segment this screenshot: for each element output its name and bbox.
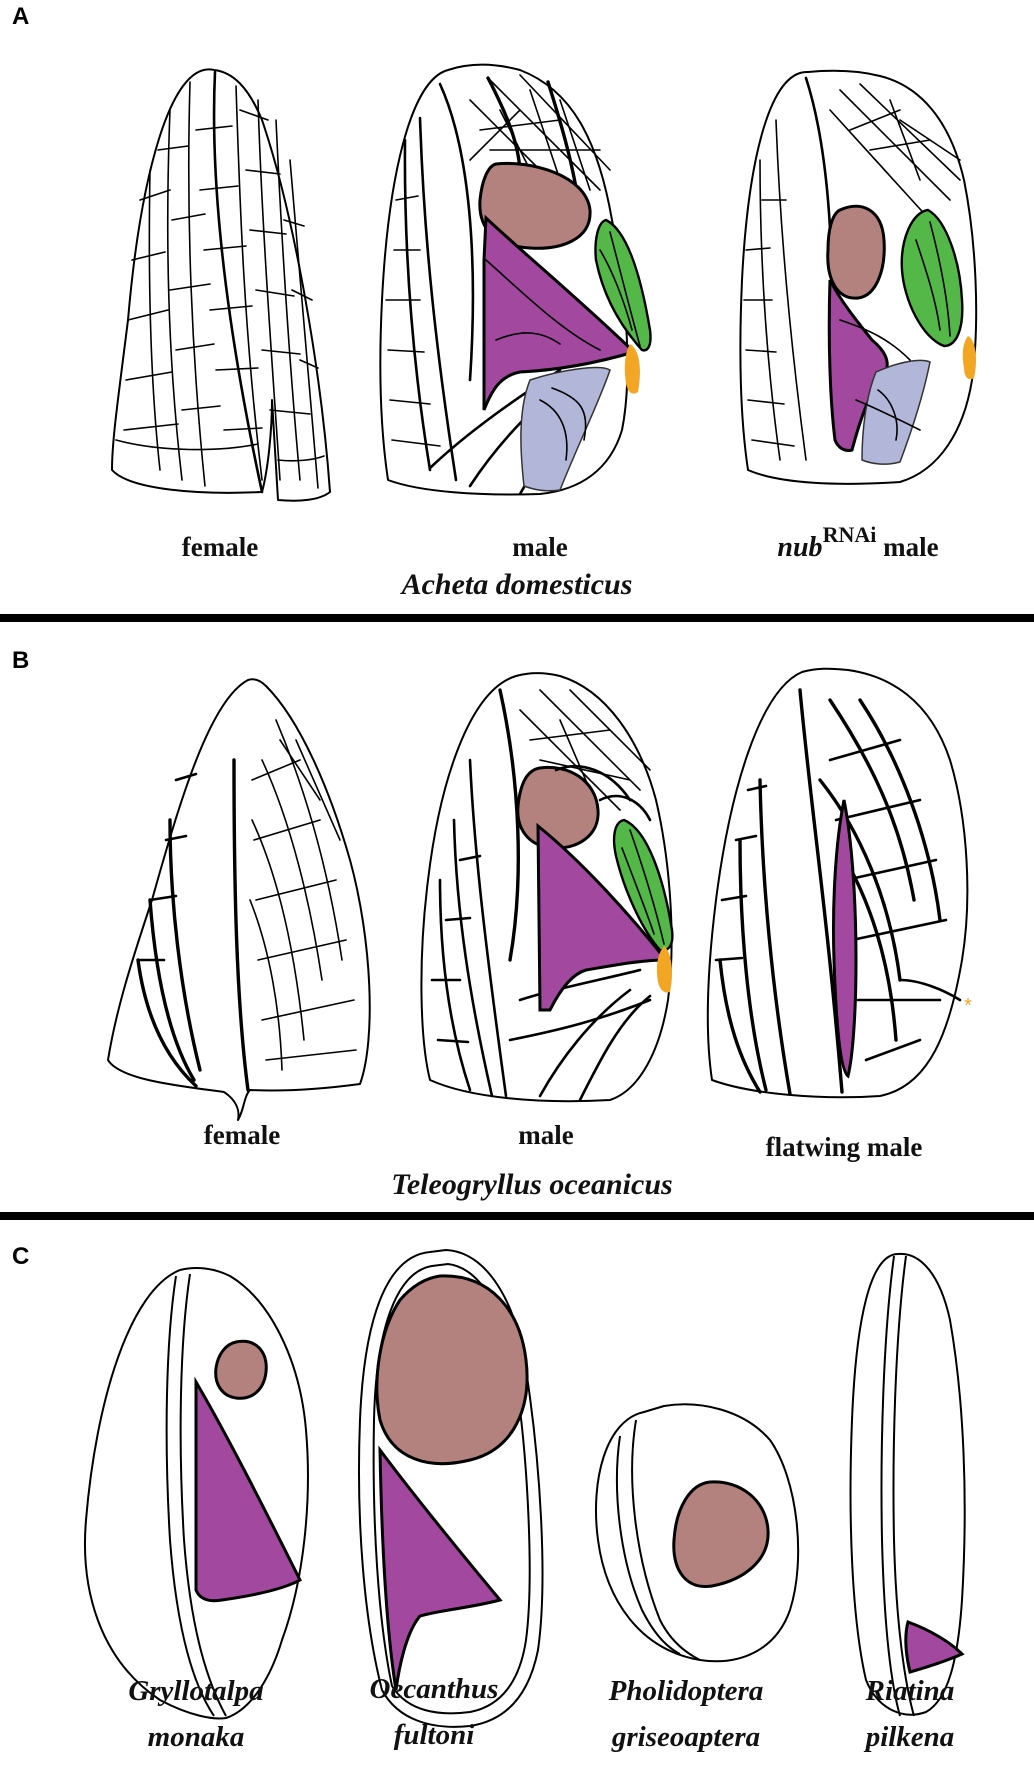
orange-spot-a-rnai xyxy=(962,336,976,380)
label-b-female: female xyxy=(204,1120,280,1150)
panel-b-letter: B xyxy=(12,647,29,674)
species-b: Teleogryllus oceanicus xyxy=(391,1168,672,1201)
wing-a-rnai-male xyxy=(739,69,978,485)
wing-a-male xyxy=(379,63,652,496)
harp-region-c-riatina xyxy=(904,1620,965,1674)
asterisk-b-flatwing: * xyxy=(964,995,972,1017)
mirror-region-a-male xyxy=(478,161,592,250)
mirror-region-c-pholidoptera xyxy=(672,1480,770,1588)
label-a-male: male xyxy=(512,532,567,562)
label-b-flatwing: flatwing male xyxy=(766,1132,923,1162)
species-c3-line2: griseoaptera xyxy=(611,1721,760,1753)
species-c2-line2: fultoni xyxy=(394,1719,475,1751)
mirror-region-c-oecanthus xyxy=(375,1274,529,1466)
harp-region-b-flatwing xyxy=(831,799,858,1079)
blue-field-a-rnai xyxy=(861,359,931,465)
harp-region-c-gryllotalpa xyxy=(194,1376,302,1603)
panel-a: A xyxy=(12,3,978,601)
species-c1-line1: Gryllotalpa xyxy=(128,1675,263,1707)
species-c3-line1: Pholidoptera xyxy=(608,1675,764,1707)
panel-c: C Gryll xyxy=(12,1243,966,1753)
species-c2-line1: Oecanthus xyxy=(370,1673,499,1705)
wing-b-female xyxy=(107,678,371,1121)
label-a-rnai-gene: nub xyxy=(777,532,822,563)
label-a-female: female xyxy=(182,532,258,562)
species-c4-line1: Riatina xyxy=(865,1675,955,1707)
harp-region-a-male xyxy=(482,214,637,411)
species-c4-line2: pilkena xyxy=(863,1721,955,1753)
panel-a-letter: A xyxy=(12,3,29,30)
species-c1-line2: monaka xyxy=(148,1721,245,1753)
panel-b: B xyxy=(12,647,972,1201)
wing-c-gryllotalpa xyxy=(84,1267,309,1720)
panel-c-letter: C xyxy=(12,1243,29,1270)
wing-c-oecanthus xyxy=(357,1249,544,1728)
harp-region-a-rnai xyxy=(827,279,889,452)
species-a: Acheta domesticus xyxy=(400,568,633,601)
orange-spot-a-male xyxy=(624,344,640,394)
mirror-region-a-rnai xyxy=(826,204,886,300)
orange-spot-b-male xyxy=(656,946,672,993)
wing-a-female xyxy=(111,68,331,502)
divider-b-c xyxy=(0,1212,1034,1220)
label-a-rnai-rest: male xyxy=(876,532,938,562)
label-b-male: male xyxy=(518,1120,573,1150)
wing-c-pholidoptera xyxy=(595,1403,800,1663)
wing-b-male xyxy=(420,672,674,1103)
mirror-region-c-gryllotalpa xyxy=(214,1339,268,1400)
wing-b-flatwing: * xyxy=(706,667,972,1099)
harp-region-b-male xyxy=(536,822,670,1012)
harp-region-c-oecanthus xyxy=(378,1445,503,1691)
divider-a-b xyxy=(0,614,1034,622)
wing-c-riatina xyxy=(849,1252,966,1717)
label-a-rnai-superscript: RNAi xyxy=(823,522,877,547)
label-a-rnai-male: nubRNAi male xyxy=(777,522,938,563)
